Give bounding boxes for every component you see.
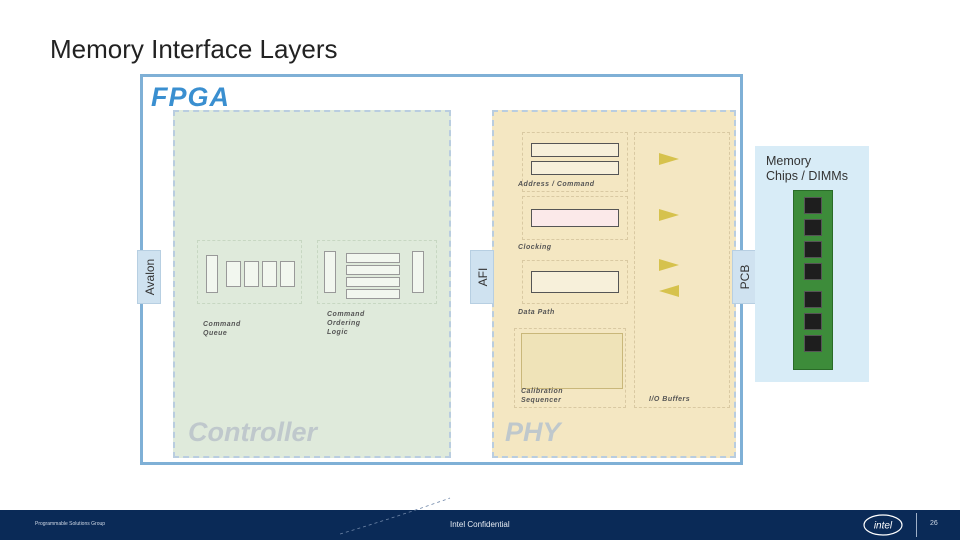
avalon-label: Avalon bbox=[143, 258, 157, 296]
controller-region: Command Queue Command Ordering Logic bbox=[173, 110, 451, 458]
dram-chip bbox=[804, 219, 822, 236]
address-command-block bbox=[522, 132, 628, 192]
command-ordering-label-line3: Logic bbox=[327, 329, 349, 336]
ordering-bank-row bbox=[346, 277, 400, 287]
input-buffer-icon bbox=[659, 285, 679, 297]
pcb-interface-bar: PCB bbox=[732, 250, 756, 304]
calibration-label-line1: Calibration bbox=[521, 388, 564, 395]
afi-interface-bar: AFI bbox=[470, 250, 494, 304]
footer-confidential: Intel Confidential bbox=[450, 520, 510, 529]
dram-chip bbox=[804, 313, 822, 330]
dram-chip bbox=[804, 197, 822, 214]
svg-text:intel: intel bbox=[874, 521, 893, 532]
avalon-interface-bar: Avalon bbox=[137, 250, 161, 304]
footer-swoosh bbox=[340, 497, 451, 535]
page-number: 26 bbox=[930, 520, 938, 527]
queue-slot bbox=[262, 261, 277, 287]
addr-cmd-pipeline-1 bbox=[531, 143, 619, 157]
slide-title: Memory Interface Layers bbox=[50, 34, 338, 64]
ordering-input-bar bbox=[324, 251, 336, 293]
ordering-bank-row bbox=[346, 253, 400, 263]
ordering-bank-row bbox=[346, 265, 400, 275]
memory-label: Memory Chips / DIMMs bbox=[766, 154, 848, 184]
io-buffers-label: I/O Buffers bbox=[649, 396, 691, 403]
io-buffers-block bbox=[634, 132, 730, 408]
calibration-sequencer-block: Calibration Sequencer bbox=[514, 328, 626, 408]
clocking-label: Clocking bbox=[518, 244, 552, 251]
clocking-block bbox=[522, 196, 628, 240]
memory-label-line1: Memory bbox=[766, 154, 812, 168]
command-ordering-label-line2: Ordering bbox=[327, 320, 361, 327]
intel-logo: intel bbox=[863, 514, 903, 536]
queue-slot bbox=[244, 261, 259, 287]
command-ordering-label: Command Ordering Logic bbox=[327, 310, 365, 337]
address-command-label: Address / Command bbox=[518, 181, 595, 188]
data-path-block bbox=[522, 260, 628, 304]
data-path-pipeline bbox=[531, 271, 619, 293]
ordering-bank-row bbox=[346, 289, 400, 299]
calibration-label-line2: Sequencer bbox=[521, 397, 562, 404]
dram-chip bbox=[804, 263, 822, 280]
clocking-pll bbox=[531, 209, 619, 227]
command-queue-label-line1: Command bbox=[203, 321, 241, 328]
data-path-label: Data Path bbox=[518, 309, 555, 316]
pcb-label: PCB bbox=[738, 264, 752, 290]
footer-bar bbox=[0, 510, 960, 540]
memory-label-line2: Chips / DIMMs bbox=[766, 169, 848, 183]
phy-label: PHY bbox=[505, 417, 561, 447]
calibration-label: Calibration Sequencer bbox=[521, 387, 563, 405]
dram-chip bbox=[804, 335, 822, 352]
queue-slot bbox=[226, 261, 241, 287]
fpga-label: FPGA bbox=[151, 82, 231, 112]
queue-input-bar bbox=[206, 255, 218, 293]
phy-region: Address / Command Clocking Data Path Cal… bbox=[492, 110, 736, 458]
command-ordering-block bbox=[317, 240, 437, 304]
addr-cmd-pipeline-2 bbox=[531, 161, 619, 175]
command-queue-label: Command Queue bbox=[203, 320, 241, 338]
command-queue-label-line2: Queue bbox=[203, 330, 228, 337]
controller-label: Controller bbox=[188, 417, 318, 447]
command-ordering-label-line1: Command bbox=[327, 311, 365, 318]
dram-chip bbox=[804, 241, 822, 258]
output-buffer-icon bbox=[659, 209, 679, 221]
calibration-diagram bbox=[521, 333, 623, 389]
afi-label: AFI bbox=[476, 267, 490, 287]
dram-chip bbox=[804, 291, 822, 308]
queue-slot bbox=[280, 261, 295, 287]
output-buffer-icon bbox=[659, 259, 679, 271]
footer-divider bbox=[916, 513, 917, 537]
command-queue-block bbox=[197, 240, 302, 304]
ordering-output-bar bbox=[412, 251, 424, 293]
output-buffer-icon bbox=[659, 153, 679, 165]
footer-group-name: Programmable Solutions Group bbox=[35, 521, 106, 527]
dimm-module-image bbox=[793, 190, 833, 370]
